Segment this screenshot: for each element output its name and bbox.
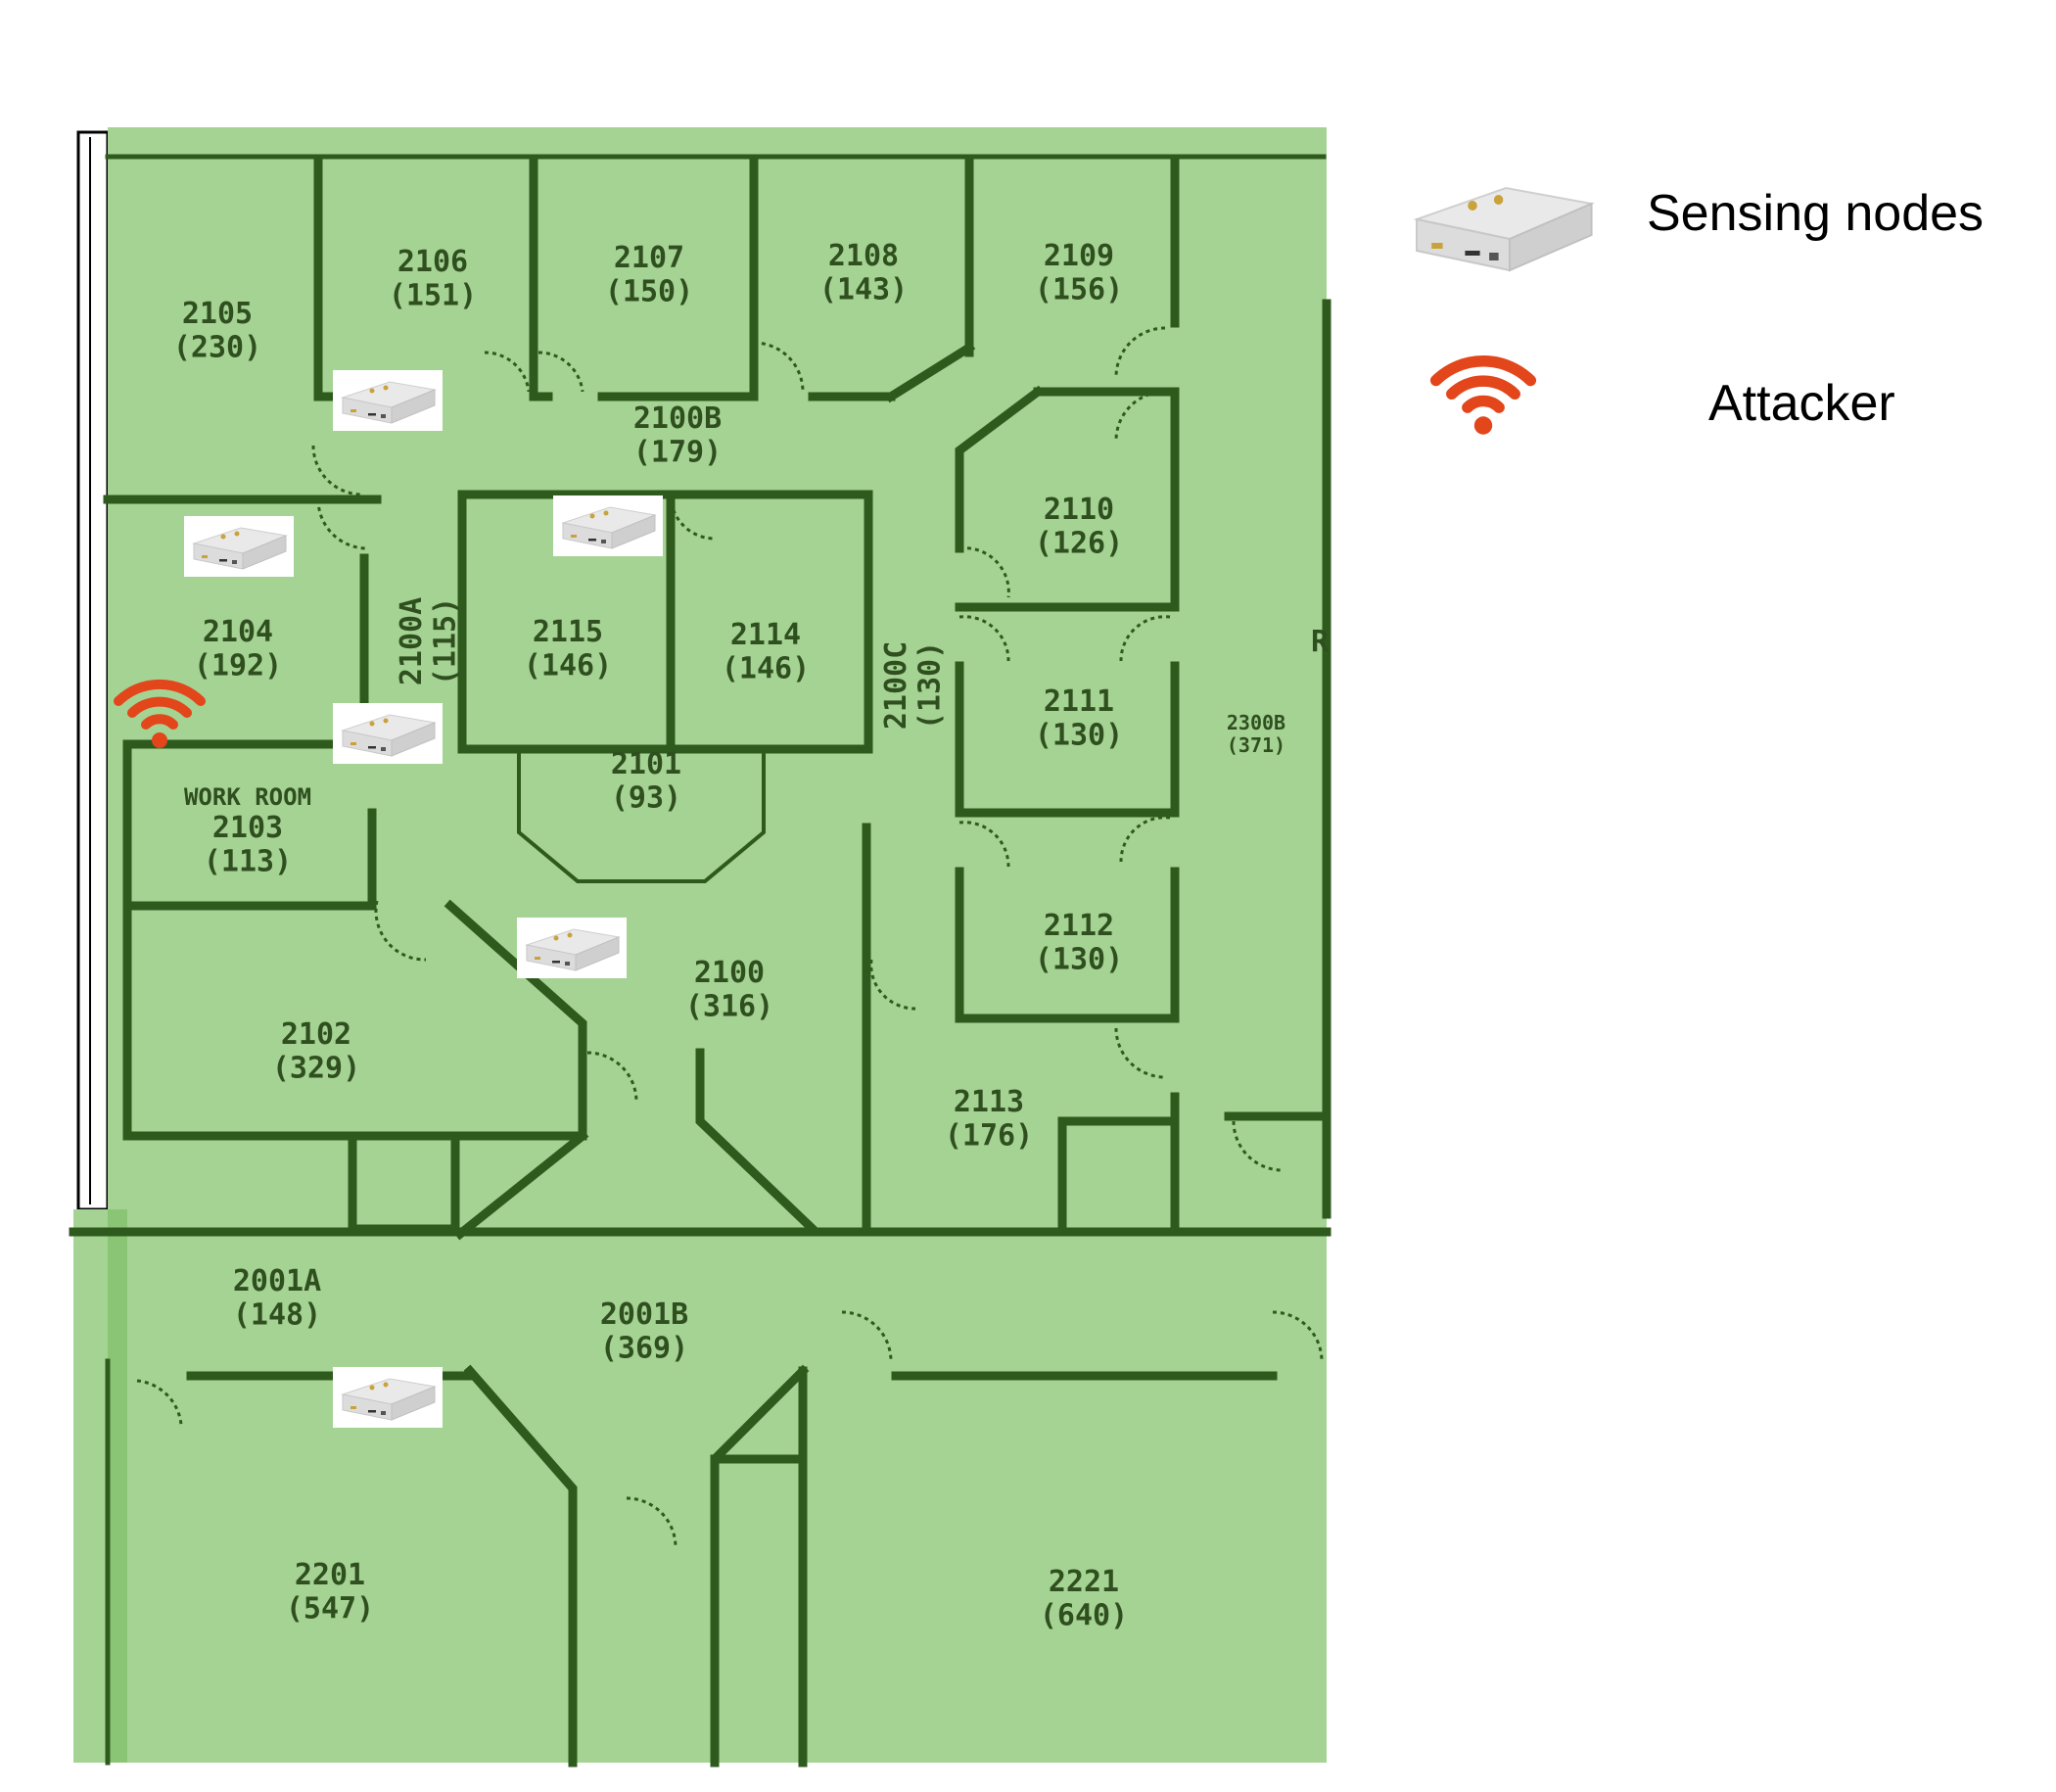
room-area: (148) [233, 1298, 321, 1333]
room-number: 2100C [879, 641, 913, 730]
room-number: 2112 [1044, 909, 1114, 943]
room-area: (130) [1035, 719, 1123, 753]
room-number: 2100B [633, 401, 722, 436]
room-label-2102: 2102(329) [272, 1017, 360, 1086]
room-label-2104: 2104(192) [194, 615, 282, 684]
room-area: (547) [286, 1592, 374, 1627]
room-labels: 2105(230) 2106(151) 2107(150) 2108(143) 2109… [173, 239, 1330, 1633]
legend-attacker-label: Attacker [1708, 375, 1895, 432]
room-number: 2105 [182, 297, 253, 331]
room-label-2112: 2112(130) [1035, 909, 1123, 977]
room-label-2109: 2109(156) [1035, 239, 1123, 307]
room-area: (130) [1035, 943, 1123, 977]
room-number: 2113 [954, 1085, 1024, 1119]
room-area: (369) [600, 1332, 688, 1366]
room-area: (126) [1035, 527, 1123, 561]
room-label-2221: 2221(640) [1040, 1565, 1128, 1633]
room-area: (146) [524, 649, 612, 684]
room-number: 2300B [1227, 711, 1285, 734]
room-label-2300b: 2300B(371) [1227, 711, 1285, 757]
room-name: WORK ROOM [184, 783, 311, 811]
room-number: 2102 [281, 1017, 351, 1052]
partial-room-label: R [1311, 625, 1330, 659]
room-number: 2109 [1044, 239, 1114, 273]
room-label-2107: 2107(150) [605, 241, 693, 309]
room-label-2100c: 2100C(130) [879, 641, 948, 730]
room-area: (115) [429, 597, 463, 685]
room-area: (179) [633, 436, 722, 470]
room-label-2201: 2201(547) [286, 1558, 374, 1627]
room-label-2100b: 2100B(179) [633, 401, 722, 470]
room-number: 2107 [614, 241, 684, 275]
room-number: 2108 [828, 239, 899, 273]
sensing-node [332, 1366, 444, 1429]
room-area: (176) [945, 1119, 1033, 1154]
room-number: 2104 [203, 615, 273, 649]
room-label-2108: 2108(143) [819, 239, 908, 307]
legend-sensing-nodes-label: Sensing nodes [1647, 185, 1985, 242]
room-label-2100: 2100(316) [685, 956, 773, 1024]
room-number: 2115 [533, 615, 603, 649]
room-number: 2001A [233, 1264, 321, 1298]
room-label-2101: 2101(93) [611, 747, 681, 816]
room-label-2110: 2110(126) [1035, 493, 1123, 561]
room-label-2114: 2114(146) [722, 618, 810, 686]
sensing-node [552, 495, 664, 557]
sensing-node [332, 702, 444, 765]
room-area: (192) [194, 649, 282, 684]
room-number: 2103 [212, 811, 283, 845]
room-area: (230) [173, 331, 261, 365]
room-area: (316) [685, 990, 773, 1024]
room-number: 2114 [730, 618, 801, 652]
room-number: 2106 [397, 245, 468, 279]
room-number: 2001B [600, 1297, 688, 1332]
room-area: (329) [272, 1052, 360, 1086]
room-label-2115: 2115(146) [524, 615, 612, 684]
room-area: (151) [389, 279, 477, 313]
sensing-node [332, 369, 444, 432]
sensing-node [183, 515, 295, 578]
room-area: (371) [1227, 733, 1285, 757]
room-label-2001a: 2001A(148) [233, 1264, 321, 1333]
room-label-2105: 2105(230) [173, 297, 261, 365]
room-area: (113) [204, 845, 292, 879]
room-area: (640) [1040, 1599, 1128, 1633]
sensing-node [516, 917, 628, 979]
room-area: (143) [819, 273, 908, 307]
room-area: (146) [722, 652, 810, 686]
room-number: 2221 [1049, 1565, 1119, 1599]
room-number: 2100A [395, 597, 429, 685]
room-label-2100a: 2100A(115) [395, 597, 463, 685]
room-area: (156) [1035, 273, 1123, 307]
legend-sensing-node-icon [1397, 164, 1608, 287]
room-area: (150) [605, 275, 693, 309]
room-label-2111: 2111(130) [1035, 684, 1123, 753]
room-number: 2110 [1044, 493, 1114, 527]
room-area: (130) [913, 641, 948, 730]
room-label-2001b: 2001B(369) [600, 1297, 688, 1366]
room-area: (93) [611, 781, 681, 816]
room-number: 2201 [295, 1558, 365, 1592]
room-number: 2101 [611, 747, 681, 781]
legend-attacker-icon [1436, 361, 1531, 435]
room-number: 2100 [694, 956, 765, 990]
room-label-2113: 2113(176) [945, 1085, 1033, 1154]
room-label-2106: 2106(151) [389, 245, 477, 313]
room-number: 2111 [1044, 684, 1114, 719]
